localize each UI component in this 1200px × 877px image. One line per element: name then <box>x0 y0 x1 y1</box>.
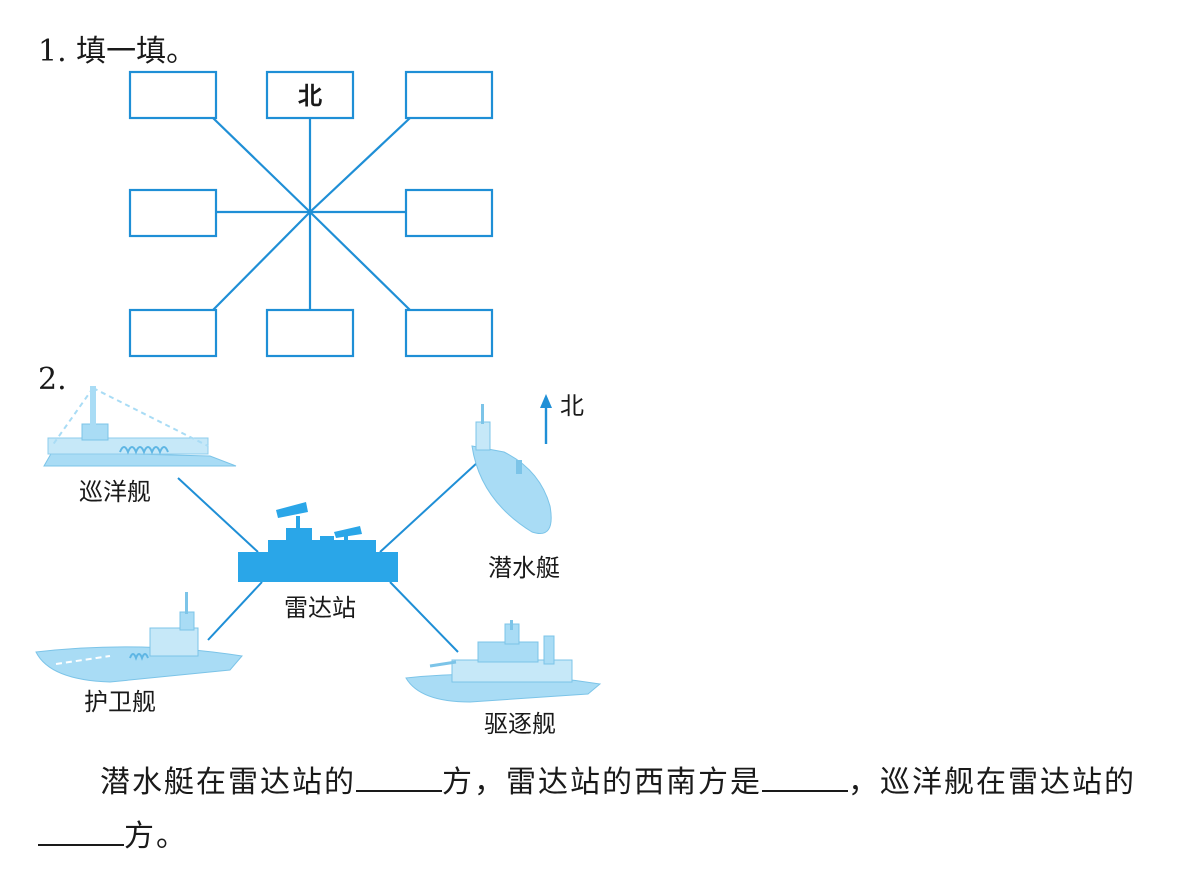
line-radar-destroyer <box>389 581 459 653</box>
direction-box-north <box>265 70 355 120</box>
frigate-illustration <box>35 592 243 683</box>
sentence-part-3: ，巡洋舰在雷达站的 <box>848 765 1136 800</box>
destroyer-label: 驱逐舰 <box>484 710 556 738</box>
submarine-illustration <box>471 404 552 534</box>
radar-connections <box>177 461 479 653</box>
radar-station-label: 雷达站 <box>284 594 356 622</box>
question-2-sentence: 潜水艇在雷达站的 方，雷达站的西南方是 ，巡洋舰在雷达站的方。 <box>38 756 1178 864</box>
question-1-text: 填一填。 <box>76 34 197 69</box>
direction-box-southeast[interactable] <box>404 308 494 358</box>
submarine-label: 潜水艇 <box>488 554 560 582</box>
line-radar-cruiser <box>177 477 259 553</box>
direction-box-west[interactable] <box>128 188 218 238</box>
line-radar-submarine <box>379 461 479 553</box>
direction-box-east[interactable] <box>404 188 494 238</box>
north-arrow-head <box>540 394 552 408</box>
question-2-number: 2. <box>38 362 67 397</box>
spoke-southeast <box>309 211 411 311</box>
answer-blank-2[interactable] <box>762 760 848 792</box>
cruiser-label: 巡洋舰 <box>79 478 151 506</box>
spoke-northwest <box>212 117 311 213</box>
direction-box-northeast[interactable] <box>404 70 494 120</box>
spoke-northeast <box>309 117 411 213</box>
frigate-label: 护卫舰 <box>84 688 156 716</box>
destroyer-illustration <box>405 620 602 703</box>
sentence-part-2: 方，雷达站的西南方是 <box>442 765 762 800</box>
line-radar-frigate <box>207 581 263 641</box>
north-box-label: 北 <box>298 81 322 110</box>
direction-box-southwest[interactable] <box>128 308 218 358</box>
sentence-part-1: 潜水艇在雷达站的 <box>100 765 356 800</box>
question-1-title: 1. 填一填。 <box>38 26 196 70</box>
north-arrow-label: 北 <box>560 392 584 420</box>
direction-box-northwest[interactable] <box>128 70 218 120</box>
answer-blank-3[interactable] <box>38 814 124 846</box>
question-1-number: 1. <box>38 34 67 69</box>
spoke-southwest <box>212 211 311 311</box>
direction-box-south[interactable] <box>265 308 355 358</box>
north-arrow <box>540 394 552 444</box>
cruiser-illustration <box>43 386 237 467</box>
sentence-part-4: 方。 <box>124 819 188 854</box>
radar-station-illustration <box>238 502 398 582</box>
answer-blank-1[interactable] <box>356 760 442 792</box>
compass-diagram <box>128 70 494 358</box>
